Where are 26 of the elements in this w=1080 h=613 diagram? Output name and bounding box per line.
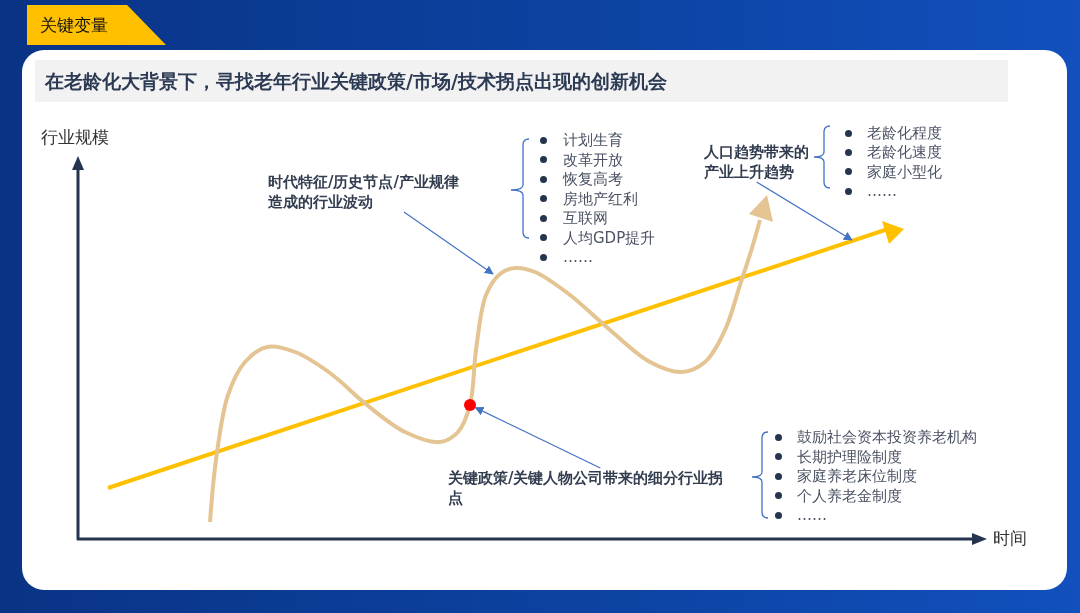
list-item: 鼓励社会资本投资养老机构 [797, 427, 977, 447]
list-item: 互联网 [563, 208, 608, 228]
heading-banner: 在老龄化大背景下，寻找老年行业关键政策/市场/技术拐点出现的创新机会 [35, 60, 1008, 102]
list-item: 人均GDP提升 [563, 227, 656, 248]
leader-arrow [403, 211, 494, 275]
list-item: …… [867, 181, 897, 202]
list-item: 家庭小型化 [867, 161, 942, 182]
axis-label: 行业规模 [41, 126, 109, 148]
list-item: …… [797, 505, 827, 525]
list-item: 恢复高考 [563, 169, 623, 189]
list-item: 老龄化程度 [867, 123, 942, 143]
annotation-text: 人口趋势带来的产业上升趋势 [704, 142, 816, 182]
list-item: 房地产红利 [563, 188, 638, 209]
annotation-text: 时代特征/历史节点/产业规律造成的行业波动 [268, 172, 468, 212]
list-item: 家庭养老床位制度 [797, 466, 917, 486]
leader-arrow [756, 181, 853, 241]
section-tab: 关键变量 [27, 5, 166, 45]
leader-arrow [474, 407, 601, 469]
list-item: 个人养老金制度 [797, 485, 902, 506]
list-item: …… [563, 247, 593, 267]
annotation-text: 关键政策/关键人物公司带来的细分行业拐点 [448, 468, 730, 508]
list-item: 长期护理险制度 [797, 446, 902, 467]
list-item: 老龄化速度 [867, 142, 942, 163]
list-item: 改革开放 [563, 149, 623, 170]
axis-label: 时间 [993, 527, 1027, 549]
list-item: 计划生育 [563, 130, 623, 150]
